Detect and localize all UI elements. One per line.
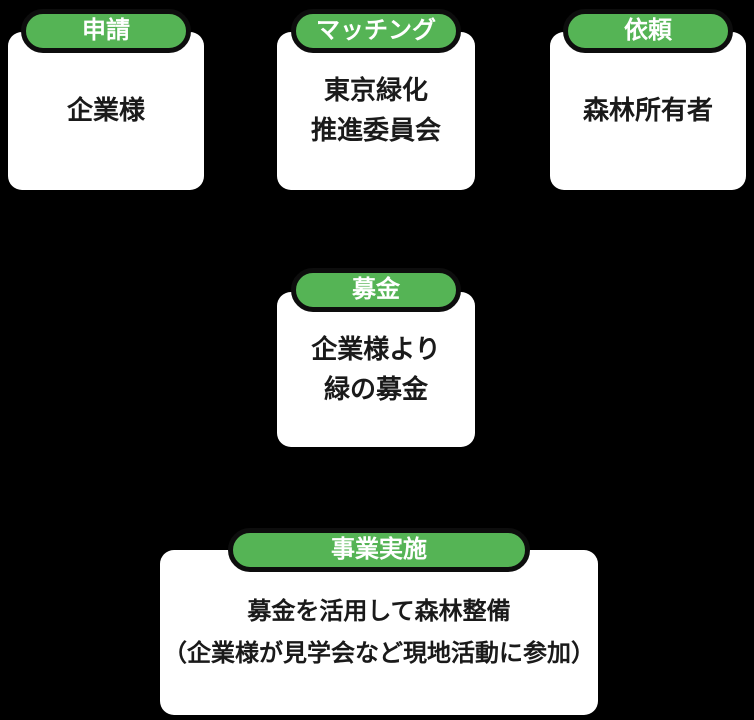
badge-request: 依頼 <box>563 9 733 53</box>
node-donation: 募金 企業様より 緑の募金 <box>277 268 475 447</box>
card-matching-line-2: 推進委員会 <box>310 115 441 145</box>
badge-application: 申請 <box>21 9 191 53</box>
node-implementation: 事業実施 募金を活用して森林整備 （企業様が見学会など現地活動に参加） <box>160 528 598 715</box>
card-implementation-line-2: （企業様が見学会など現地活動に参加） <box>163 639 595 667</box>
card-application: 企業様 <box>8 32 204 190</box>
card-application-line-1: 企業様 <box>66 95 145 126</box>
card-matching: 東京緑化 推進委員会 <box>277 32 475 190</box>
card-donation: 企業様より 緑の募金 <box>277 292 475 447</box>
node-matching: マッチング 東京緑化 推進委員会 <box>277 9 475 190</box>
badge-donation: 募金 <box>291 268 461 312</box>
card-matching-line-1: 東京緑化 <box>323 75 428 106</box>
card-donation-line-1: 企業様より <box>311 333 441 364</box>
node-application: 申請 企業様 <box>8 9 204 190</box>
card-donation-line-2: 緑の募金 <box>323 373 428 404</box>
card-implementation-line-1: 募金を活用して森林整備 <box>247 597 511 625</box>
node-request: 依頼 森林所有者 <box>550 9 746 190</box>
card-request-line-1: 森林所有者 <box>582 95 713 126</box>
card-request: 森林所有者 <box>550 32 746 190</box>
badge-matching: マッチング <box>291 9 461 53</box>
card-implementation: 募金を活用して森林整備 （企業様が見学会など現地活動に参加） <box>160 550 598 715</box>
badge-implementation: 事業実施 <box>228 528 530 572</box>
